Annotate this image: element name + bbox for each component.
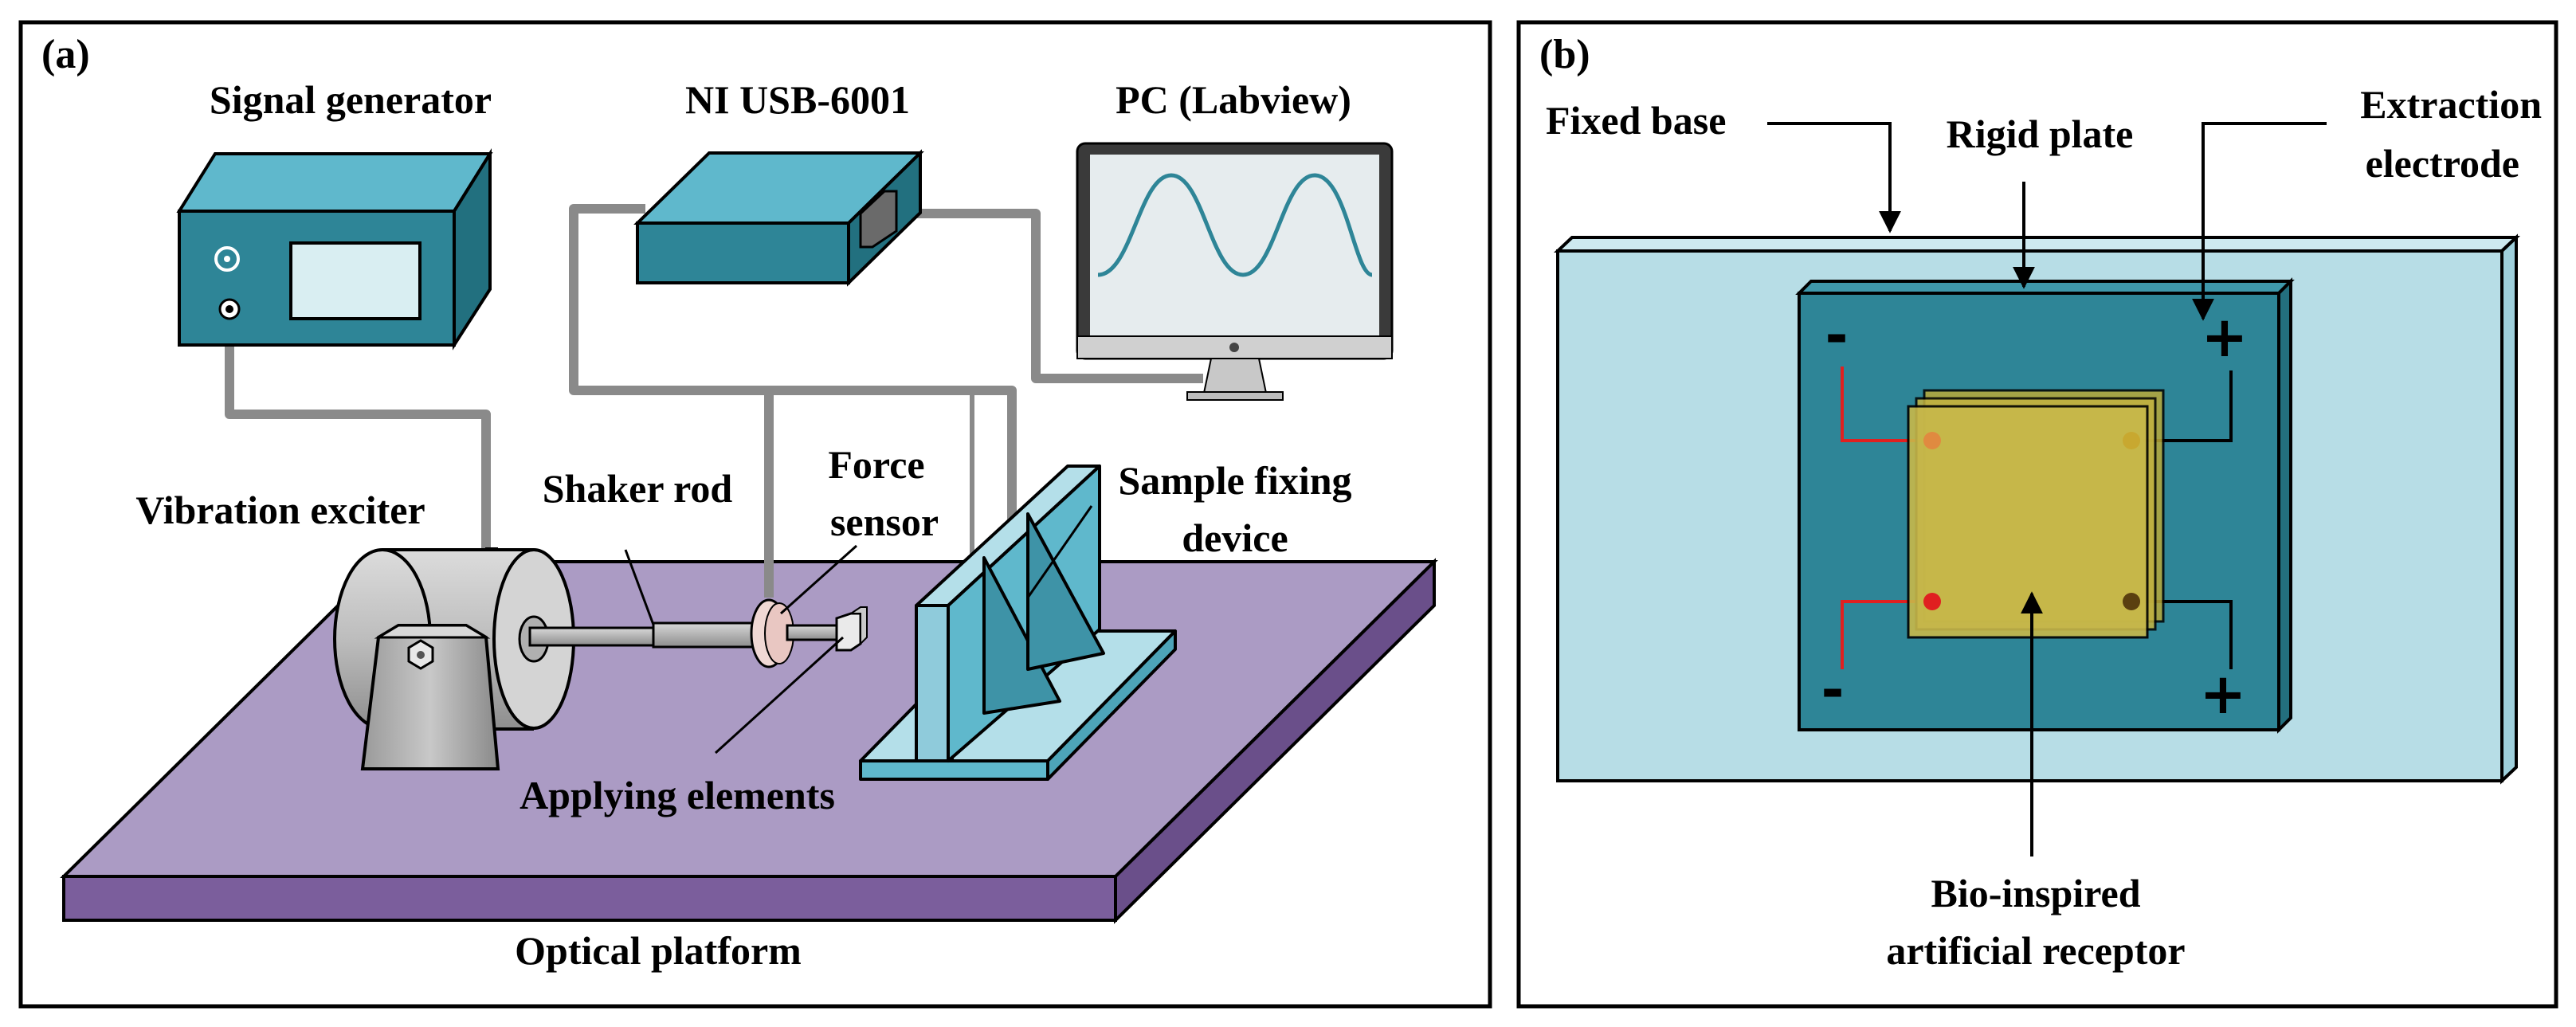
label-force-sensor-2: sensor xyxy=(830,500,939,544)
signal-generator-device xyxy=(176,148,493,351)
bio-inspired-receptor xyxy=(1907,389,2165,639)
pc-monitor xyxy=(1076,142,1394,401)
electrode-contacts xyxy=(1923,432,2140,610)
electrode-wire-bottom-right xyxy=(2143,600,2233,669)
label-vibration-exciter: Vibration exciter xyxy=(135,488,425,532)
panel-a-leaders xyxy=(624,505,1093,755)
label-pc: PC (Labview) xyxy=(1115,77,1351,122)
cable-daq-pc xyxy=(868,209,1203,383)
label-sample-fixing-2: device xyxy=(1182,515,1288,560)
sample-fixing-device xyxy=(859,465,1177,781)
label-extraction-2: electrode xyxy=(2366,141,2519,186)
contact-bottom-left xyxy=(1923,593,1941,610)
ni-usb-daq-device xyxy=(633,149,924,287)
contact-top-left xyxy=(1923,432,1941,449)
label-receptor-1: Bio-inspired xyxy=(1931,871,2140,915)
contact-bottom-right xyxy=(2123,593,2140,610)
label-ni-usb: NI USB-6001 xyxy=(685,77,910,122)
applying-element xyxy=(835,612,862,652)
signal-generator-knob xyxy=(214,246,240,272)
panel-a: (a) Signal generator NI USB-6001 PC (Lab… xyxy=(18,20,1492,1009)
label-force-sensor-1: Force xyxy=(828,442,924,487)
electrode-wire-bottom-left xyxy=(1841,600,1932,669)
label-rigid-plate: Rigid plate xyxy=(1947,112,2134,156)
label-signal-generator: Signal generator xyxy=(210,77,492,122)
panel-a-tag: (a) xyxy=(41,32,90,77)
contact-top-right xyxy=(2123,432,2140,449)
cable-daq-force-sensor xyxy=(569,204,774,598)
shaker-rod xyxy=(528,626,663,647)
label-extraction-1: Extraction xyxy=(2360,82,2542,127)
label-optical-platform: Optical platform xyxy=(515,928,802,973)
sign-minus-top: - xyxy=(1825,303,1848,368)
electrode-wire-top-right xyxy=(2143,370,2233,442)
sign-plus-bottom: + xyxy=(2200,661,2247,727)
sine-wave-display xyxy=(1097,173,1373,277)
electrodes xyxy=(1841,367,2233,669)
sign-plus-top: + xyxy=(2202,304,2249,370)
shaker-assembly xyxy=(528,598,868,668)
label-applying-elements: Applying elements xyxy=(520,773,835,817)
cable-generator-exciter xyxy=(225,307,491,550)
label-shaker-rod: Shaker rod xyxy=(543,466,733,511)
sign-minus-bottom: - xyxy=(1821,657,1844,723)
label-sample-fixing-1: Sample fixing xyxy=(1118,458,1351,503)
signal-generator-screen xyxy=(289,241,421,320)
label-receptor-2: artificial receptor xyxy=(1886,928,2185,973)
panel-b-tag: (b) xyxy=(1539,32,1590,77)
daq-usb-port xyxy=(859,190,898,249)
electrode-wire-top-left xyxy=(1841,367,1932,442)
panel-b-leaders xyxy=(1767,122,2327,856)
panel-b: (b) Fixed base Rigid plate Extraction el… xyxy=(1516,20,2558,1009)
label-fixed-base: Fixed base xyxy=(1546,98,1726,143)
